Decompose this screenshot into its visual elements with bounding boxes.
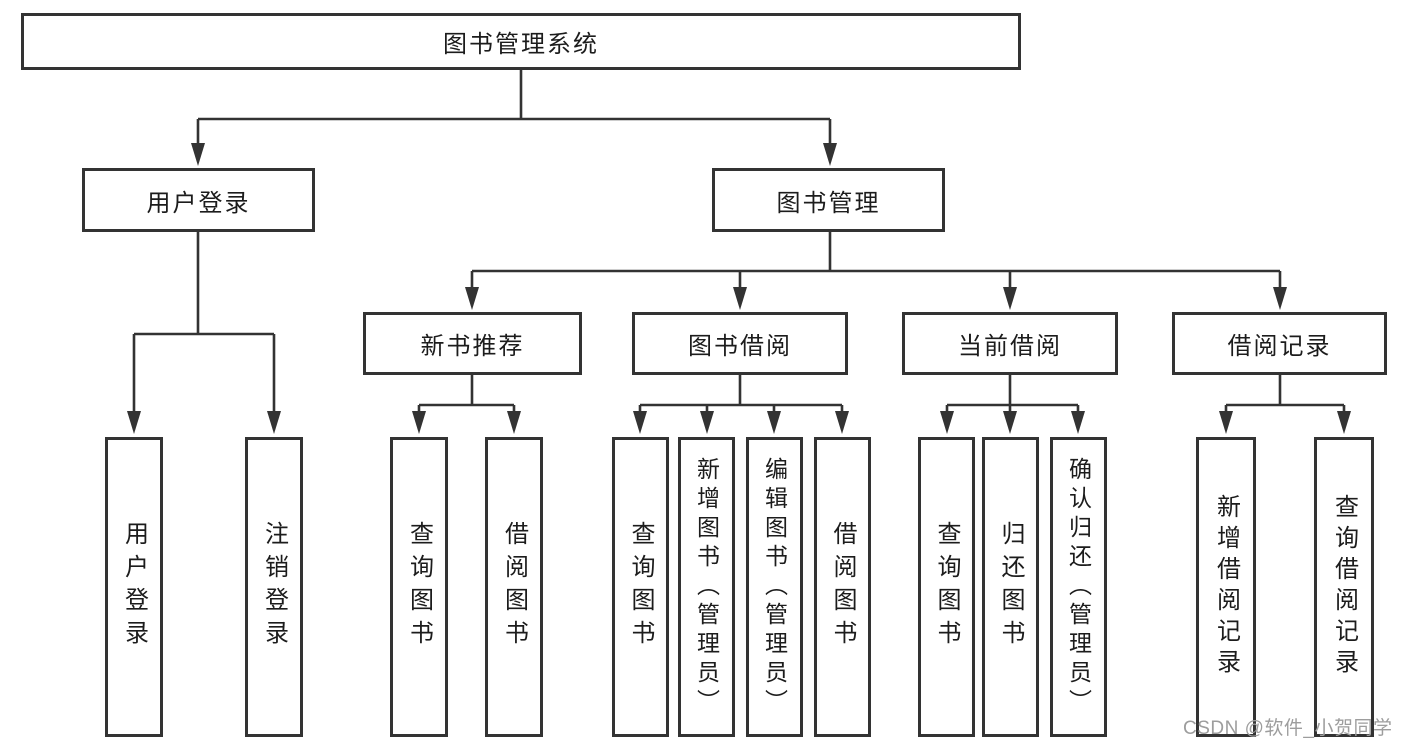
- connector-borrow-records: [1224, 375, 1346, 412]
- leaf-borrow-books: 借阅图书: [814, 437, 871, 737]
- arrowhead-icon: [835, 411, 849, 434]
- leaf-confirm-return-admin: 确认归还（管理员）: [1050, 437, 1107, 737]
- arrowhead-icon: [412, 411, 426, 434]
- arrowhead-icon: [1273, 287, 1287, 310]
- node-user-login: 用户登录: [82, 168, 315, 232]
- arrowhead-icon: [127, 411, 141, 434]
- leaf-query-books-recommend: 查询图书: [390, 437, 448, 737]
- arrowhead-icon: [733, 287, 747, 310]
- connector-current-borrow: [945, 375, 1080, 412]
- arrowhead-icon: [633, 411, 647, 434]
- node-book-borrow: 图书借阅: [632, 312, 848, 375]
- arrowhead-icon: [1071, 411, 1085, 434]
- node-current-borrow: 当前借阅: [902, 312, 1118, 375]
- leaf-edit-books-admin: 编辑图书（管理员）: [746, 437, 803, 737]
- arrowhead-icon: [940, 411, 954, 434]
- connector-user-login: [132, 232, 276, 412]
- connector-book-mgmt: [470, 232, 1282, 288]
- connector-new-books: [417, 375, 516, 412]
- leaf-user-login: 用户登录: [105, 437, 163, 737]
- arrowhead-icon: [1219, 411, 1233, 434]
- leaf-query-borrow-record: 查询借阅记录: [1314, 437, 1374, 737]
- node-borrow-records: 借阅记录: [1172, 312, 1387, 375]
- csdn-watermark: CSDN @软件_小贺同学: [1183, 718, 1393, 739]
- node-root: 图书管理系统: [21, 13, 1021, 70]
- arrowhead-icon: [767, 411, 781, 434]
- arrowhead-icon: [700, 411, 714, 434]
- arrowhead-icon: [1003, 411, 1017, 434]
- connector-root: [196, 70, 832, 145]
- arrowhead-icon: [507, 411, 521, 434]
- arrowhead-icon: [191, 143, 205, 166]
- leaf-query-books-current: 查询图书: [918, 437, 975, 737]
- arrowhead-icon: [1003, 287, 1017, 310]
- node-book-mgmt: 图书管理: [712, 168, 945, 232]
- leaf-borrow-books-recommend: 借阅图书: [485, 437, 543, 737]
- arrowhead-icon: [823, 143, 837, 166]
- leaf-add-books-admin: 新增图书（管理员）: [678, 437, 735, 737]
- leaf-logout: 注销登录: [245, 437, 303, 737]
- connector-book-borrow: [638, 375, 844, 412]
- arrowhead-icon: [1337, 411, 1351, 434]
- node-new-books: 新书推荐: [363, 312, 582, 375]
- leaf-add-borrow-record: 新增借阅记录: [1196, 437, 1256, 737]
- arrowhead-icon: [465, 287, 479, 310]
- leaf-return-books: 归还图书: [982, 437, 1039, 737]
- leaf-query-books-borrow: 查询图书: [612, 437, 669, 737]
- arrowhead-icon: [267, 411, 281, 434]
